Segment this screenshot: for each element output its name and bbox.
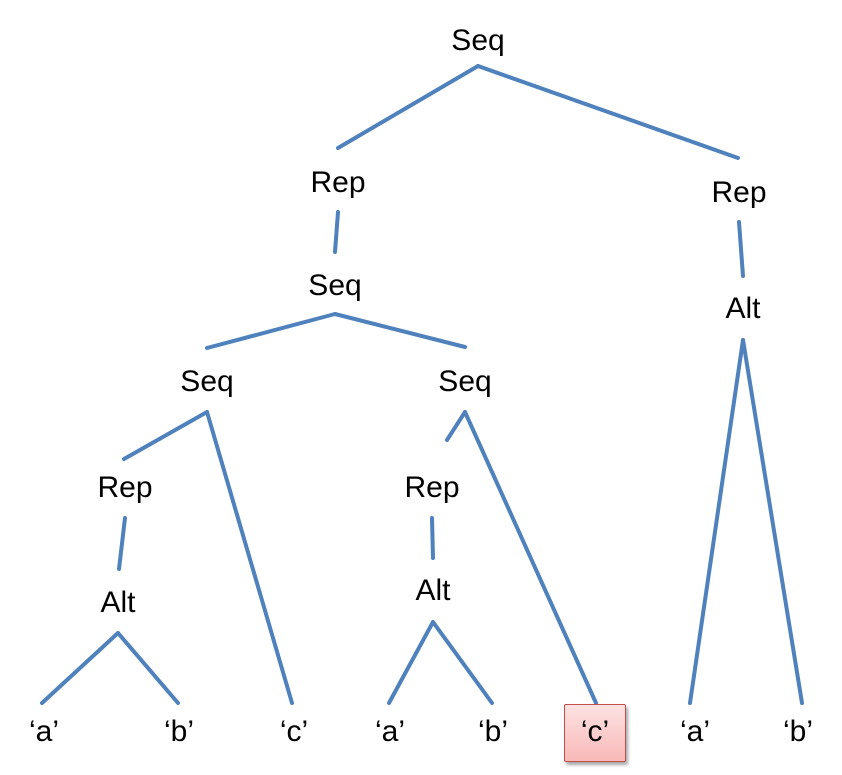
edge-seq-left-to-rep (122, 410, 209, 461)
node-rep-lower-mid: Rep (404, 471, 460, 504)
leaf-b-2: ‘b’ (477, 715, 509, 748)
node-seq-root: Seq (451, 24, 505, 57)
edge-rep-to-alt-mid (430, 516, 435, 560)
edge-alt-mid-to-b (431, 620, 494, 705)
leaf-b-1: ‘b’ (163, 715, 195, 748)
leaf-b-3: ‘b’ (782, 715, 814, 748)
edge-rep-right-to-alt (737, 220, 745, 278)
leaf-a-1: ‘a’ (28, 715, 60, 748)
node-alt-right: Alt (725, 292, 761, 325)
leaf-a-3: ‘a’ (679, 715, 711, 748)
node-seq-mid: Seq (308, 269, 362, 302)
edge-alt-right-to-b (741, 338, 804, 705)
edge-seq-right-to-rep (445, 410, 467, 442)
edge-rep-to-alt-left (117, 516, 127, 571)
edge-seq-root-to-rep-right (476, 64, 740, 160)
node-alt-mid: Alt (415, 574, 451, 607)
edge-seq-left-to-c (205, 410, 294, 705)
node-rep-right: Rep (711, 176, 767, 209)
node-rep-left: Rep (310, 166, 366, 199)
leaf-a-2: ‘a’ (374, 715, 406, 748)
node-alt-left: Alt (100, 586, 136, 619)
node-seq-right: Seq (438, 365, 492, 398)
edge-alt-left-to-b (116, 631, 180, 705)
node-rep-lower-left: Rep (97, 471, 153, 504)
edge-seq-to-seq-right (333, 312, 467, 349)
edge-seq-to-seq-left (205, 312, 337, 350)
edge-seq-root-to-rep-left (336, 64, 480, 150)
node-seq-left: Seq (180, 365, 234, 398)
edge-alt-mid-to-a (387, 620, 435, 705)
edge-alt-left-to-a (40, 631, 120, 705)
highlighted-leaf-box (564, 704, 626, 762)
edge-rep-left-to-seq (333, 210, 340, 254)
edge-seq-right-to-c-highlighted (463, 410, 598, 705)
leaf-c-2-highlighted: ‘c’ (580, 715, 610, 748)
leaf-c-1: ‘c’ (279, 715, 309, 748)
edge-alt-right-to-a (688, 338, 745, 705)
